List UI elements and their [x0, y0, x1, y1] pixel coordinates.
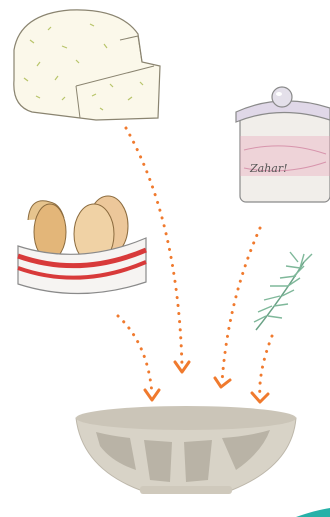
- teal-accent: [296, 508, 330, 517]
- arrowhead-icon: [215, 378, 230, 387]
- dill-herb-icon: [254, 252, 312, 330]
- mixing-bowl-icon: [76, 406, 296, 494]
- sugar-jar-icon: Zahar!: [236, 87, 330, 202]
- arrow-jar-to-bowl: [222, 228, 260, 382]
- arrow-herb-to-bowl: [260, 336, 272, 398]
- jar-label: Zahar!: [249, 162, 288, 175]
- arrowheads: [145, 362, 268, 402]
- arrow-basket-to-bowl: [118, 316, 152, 394]
- bread-basket-icon: [18, 196, 146, 294]
- arrowhead-icon: [145, 390, 159, 400]
- arrowhead-icon: [252, 393, 268, 402]
- cheese-icon: [14, 10, 160, 120]
